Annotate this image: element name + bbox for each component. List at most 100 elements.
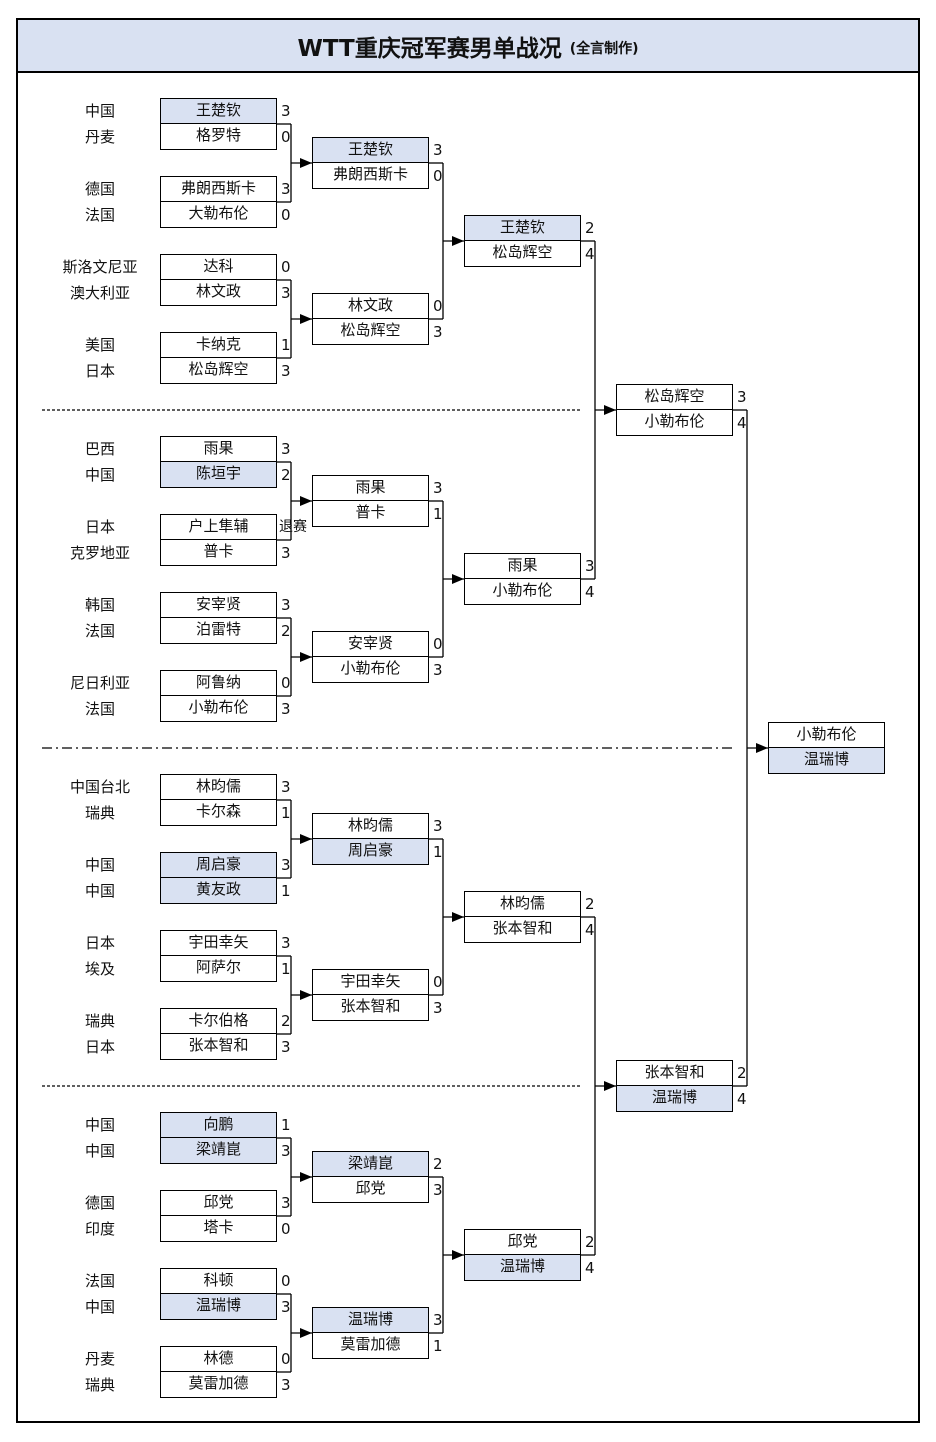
score: 0 [281, 1272, 291, 1290]
country-label: 丹麦 [84, 128, 115, 146]
score: 1 [433, 1337, 443, 1355]
round1-match-2-player-b: 大勒布伦 [160, 202, 277, 228]
page-title: WTT重庆冠军赛男单战况 [297, 35, 562, 62]
score: 3 [433, 141, 443, 159]
round1-match-13-player-a: 向鹏 [160, 1112, 277, 1138]
semifinals-match-2-player-b: 温瑞博 [616, 1086, 733, 1112]
quarterfinals-match-4-player-b: 温瑞博 [464, 1255, 581, 1281]
score: 3 [433, 661, 443, 679]
score: 2 [433, 1155, 443, 1173]
semifinals-match-1-player-b: 小勒布伦 [616, 410, 733, 436]
score: 0 [281, 206, 291, 224]
round1-match-16-player-b: 莫雷加德 [160, 1372, 277, 1398]
round2-match-4-player-b: 小勒布伦 [312, 657, 429, 683]
score: 4 [585, 1259, 595, 1277]
round2-match-7-player-a: 梁靖崑 [312, 1151, 429, 1177]
arrow-icon [604, 1081, 616, 1091]
score: 3 [281, 934, 291, 952]
arrow-icon [300, 314, 312, 324]
score: 4 [737, 1090, 747, 1108]
country-label: 美国 [84, 336, 115, 354]
score: 3 [281, 1142, 291, 1160]
score: 1 [281, 960, 291, 978]
score: 2 [585, 895, 595, 913]
score: 3 [281, 1298, 291, 1316]
country-label: 瑞典 [84, 804, 115, 822]
arrow-icon [756, 743, 768, 753]
arrow-icon [300, 158, 312, 168]
quarterfinals-match-2-player-b: 小勒布伦 [464, 579, 581, 605]
score: 3 [281, 1038, 291, 1056]
score: 0 [281, 1220, 291, 1238]
arrow-icon [452, 574, 464, 584]
score: 1 [281, 804, 291, 822]
score: 0 [433, 297, 443, 315]
country-label: 德国 [84, 180, 115, 198]
country-label: 日本 [84, 518, 115, 536]
arrow-icon [452, 912, 464, 922]
semifinals-match-1-player-a: 松岛辉空 [616, 384, 733, 410]
round2-match-2-player-a: 林文政 [312, 293, 429, 319]
country-label: 瑞典 [84, 1012, 115, 1030]
score: 3 [281, 440, 291, 458]
country-label: 尼日利亚 [69, 674, 130, 692]
page-subtitle: (全言制作) [569, 40, 639, 57]
score: 3 [281, 700, 291, 718]
score: 3 [281, 778, 291, 796]
arrow-icon [452, 1250, 464, 1260]
final-match-1-player-a: 小勒布伦 [768, 722, 885, 748]
country-label: 中国 [84, 856, 115, 874]
score: 3 [281, 1194, 291, 1212]
quarterfinals-match-4-player-a: 邱党 [464, 1229, 581, 1255]
score: 2 [585, 219, 595, 237]
round2-match-1-player-a: 王楚钦 [312, 137, 429, 163]
quarterfinals-match-3-player-a: 林昀儒 [464, 891, 581, 917]
score: 0 [281, 1350, 291, 1368]
score: 3 [585, 557, 595, 575]
semifinals-match-2-player-a: 张本智和 [616, 1060, 733, 1086]
score: 3 [737, 388, 747, 406]
score: 4 [737, 414, 747, 432]
country-label: 日本 [84, 934, 115, 952]
country-label: 中国 [84, 1142, 115, 1160]
round1-match-5-player-a: 雨果 [160, 436, 277, 462]
country-label: 埃及 [84, 960, 115, 978]
score: 3 [433, 1311, 443, 1329]
score: 2 [281, 1012, 291, 1030]
round2-match-2-player-b: 松岛辉空 [312, 319, 429, 345]
score: 0 [433, 973, 443, 991]
country-label: 法国 [84, 622, 115, 640]
round2-match-3-player-a: 雨果 [312, 475, 429, 501]
score: 2 [281, 466, 291, 484]
score: 0 [433, 167, 443, 185]
score: 0 [281, 258, 291, 276]
country-label: 日本 [84, 362, 115, 380]
round2-match-6-player-a: 宇田幸矢 [312, 969, 429, 995]
country-label: 法国 [84, 1272, 115, 1290]
score: 3 [281, 1376, 291, 1394]
arrow-icon [300, 990, 312, 1000]
score: 2 [585, 1233, 595, 1251]
score: 2 [737, 1064, 747, 1082]
quarterfinals-match-3-player-b: 张本智和 [464, 917, 581, 943]
score: 3 [281, 596, 291, 614]
round1-match-6-player-b: 普卡 [160, 540, 277, 566]
quarterfinals-match-1-player-a: 王楚钦 [464, 215, 581, 241]
country-label: 斯洛文尼亚 [62, 258, 138, 276]
round1-match-16-player-a: 林德 [160, 1346, 277, 1372]
round2-match-8-player-a: 温瑞博 [312, 1307, 429, 1333]
round2-match-5-player-b: 周启豪 [312, 839, 429, 865]
country-label: 法国 [84, 206, 115, 224]
country-label: 日本 [84, 1038, 115, 1056]
arrow-icon [300, 1328, 312, 1338]
country-label: 中国 [84, 466, 115, 484]
country-label: 中国台北 [69, 778, 130, 796]
round1-match-7-player-a: 安宰贤 [160, 592, 277, 618]
score: 3 [433, 1181, 443, 1199]
country-label: 瑞典 [84, 1376, 115, 1394]
country-label: 法国 [84, 700, 115, 718]
round2-match-8-player-b: 莫雷加德 [312, 1333, 429, 1359]
country-label: 中国 [84, 1116, 115, 1134]
arrow-icon [452, 236, 464, 246]
